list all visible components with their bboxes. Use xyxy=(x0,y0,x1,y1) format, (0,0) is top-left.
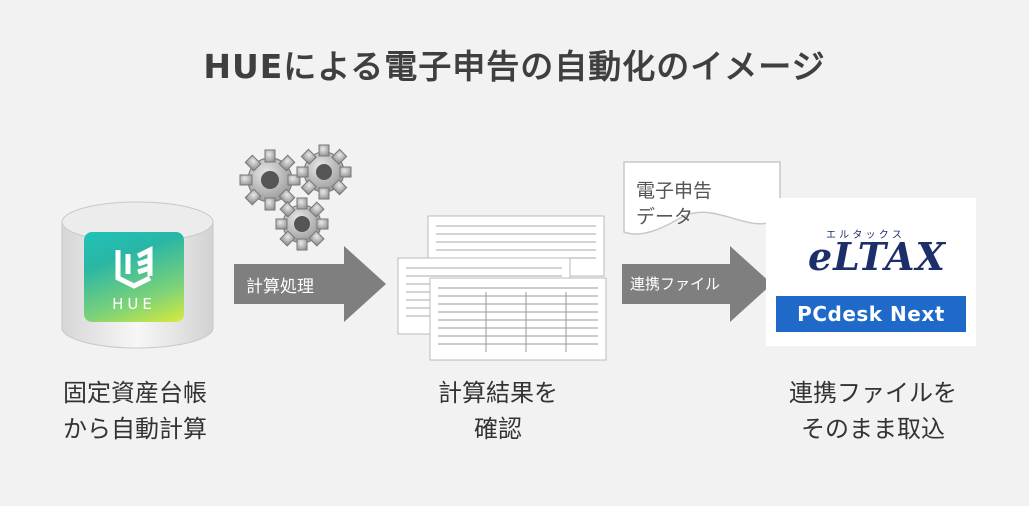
arrow-label-link-file: 連携ファイル xyxy=(630,275,721,293)
caption-middle-line2: 確認 xyxy=(474,415,522,443)
gears-icon xyxy=(239,144,352,251)
eltax-logo: eLTAX xyxy=(808,234,946,279)
gear-icon xyxy=(239,149,301,211)
caption-middle-line1: 計算結果を xyxy=(438,379,558,407)
gear-icon xyxy=(296,144,352,200)
caption-middle: 計算結果を 確認 xyxy=(388,375,608,447)
caption-right-line1: 連携ファイルを xyxy=(789,379,957,407)
caption-right-line2: そのまま取込 xyxy=(801,415,945,443)
caption-right: 連携ファイルを そのまま取込 xyxy=(748,375,998,447)
caption-left-line2: から自動計算 xyxy=(63,415,207,443)
filing-data-line2: データ xyxy=(636,206,694,228)
result-documents-icon xyxy=(397,215,607,361)
gear-icon xyxy=(275,197,329,251)
filing-data-line1: 電子申告 xyxy=(636,180,713,202)
hue-logo-text: HUE xyxy=(112,295,156,313)
hue-cube-icon xyxy=(115,245,153,289)
process-arrow xyxy=(234,246,386,322)
hue-logo: HUE xyxy=(84,232,184,322)
arrow-label-calculation: 計算処理 xyxy=(246,277,314,297)
eltax-ruby: エ ル タ ッ ク ス xyxy=(826,230,902,241)
document-page xyxy=(429,277,607,361)
page-title: HUEによる電子申告の自動化のイメージ xyxy=(203,47,826,86)
link-file-arrow xyxy=(622,246,772,322)
caption-left: 固定資産台帳 から自動計算 xyxy=(20,375,250,447)
caption-left-line1: 固定資産台帳 xyxy=(63,379,207,407)
pcdesk-next-badge: PCdesk Next xyxy=(776,296,966,332)
